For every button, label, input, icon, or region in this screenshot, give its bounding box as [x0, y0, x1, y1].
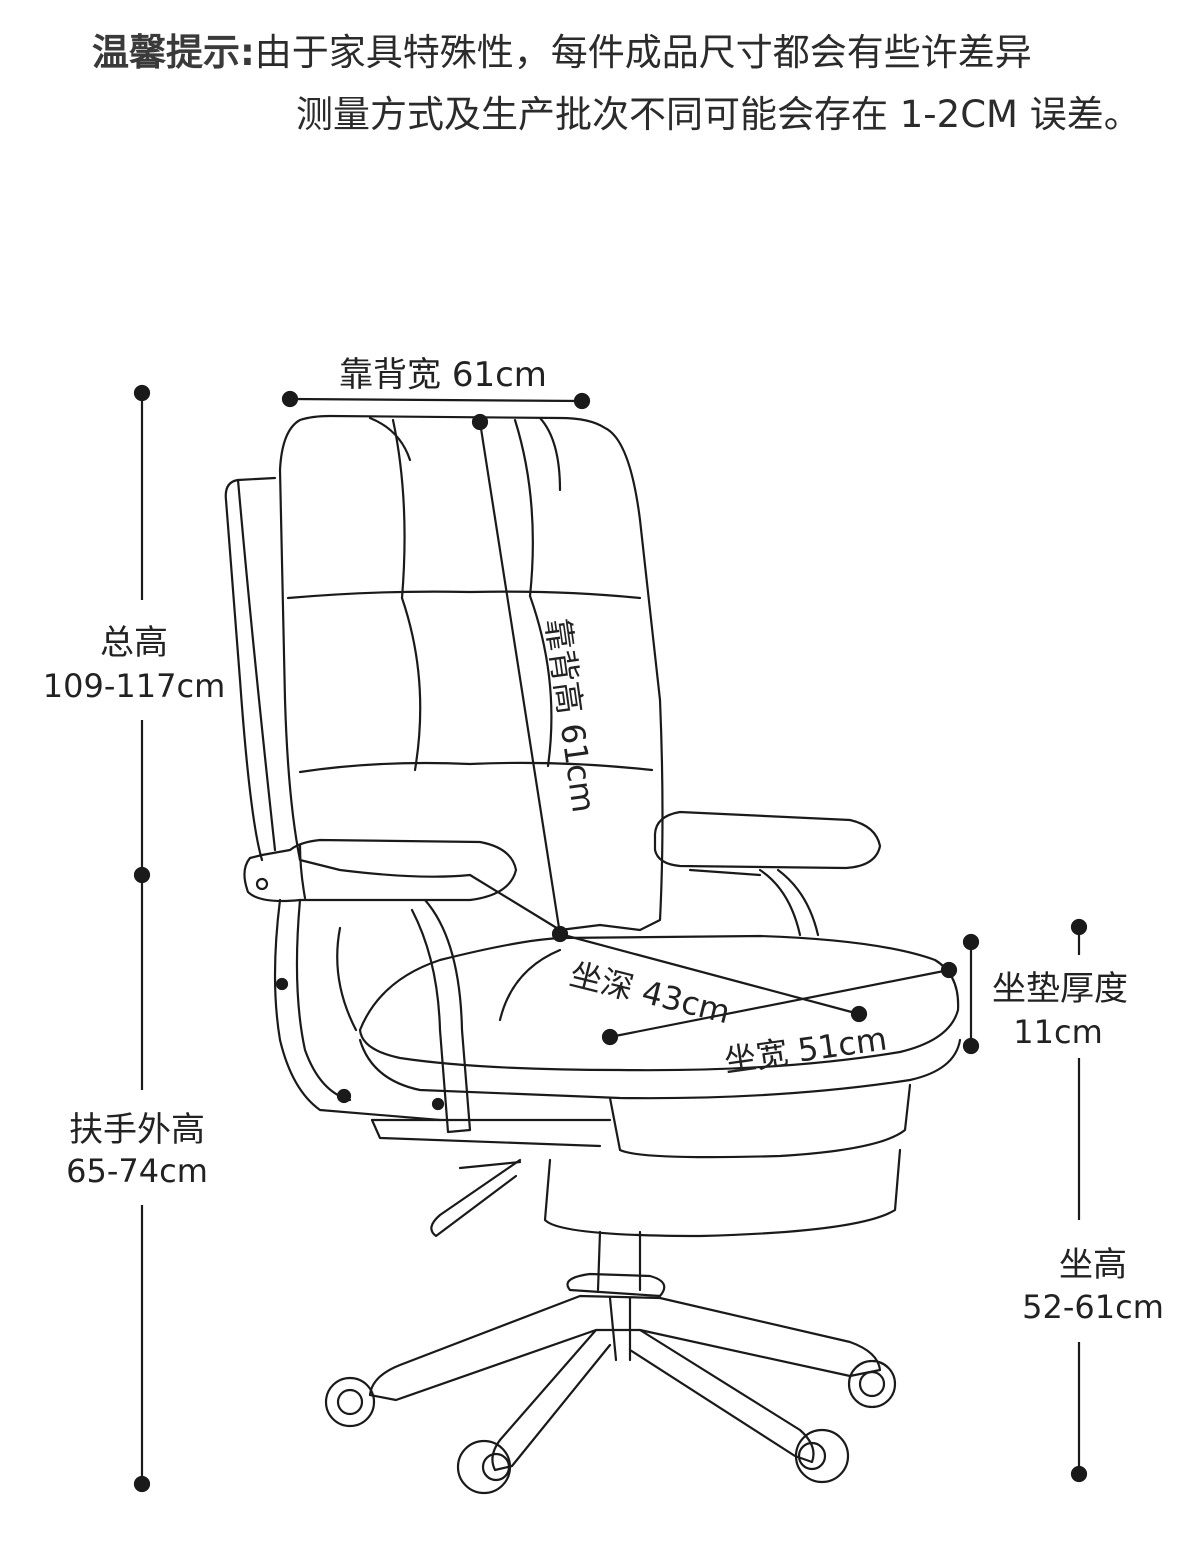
notice-line2: 测量方式及生产批次不同可能会存在 1-2CM 误差。 [296, 93, 1141, 136]
dimension-labels: 靠背宽 61cm 靠背高 61cm 总高 109-117cm 扶手外高 65-7… [43, 355, 1164, 1326]
total-height-value: 109-117cm [43, 667, 225, 705]
seat-depth-line [559, 932, 860, 1016]
notice: 温馨提示:由于家具特殊性，每件成品尺寸都会有些许差异 测量方式及生产批次不同可能… [92, 22, 1141, 146]
backrest-width-line [289, 397, 583, 403]
chair-illustration [224, 414, 962, 1495]
cushion-thickness-value: 11cm [1013, 1013, 1102, 1051]
chair-right-armrest [653, 810, 882, 870]
dimension-lines [133, 384, 1088, 1493]
seat-width-label: 坐宽 51cm [722, 1020, 889, 1080]
seat-height-value: 52-61cm [1022, 1288, 1164, 1326]
seat-height-dot-bottom [1070, 1465, 1088, 1483]
backrest-width-dot-left [281, 390, 299, 408]
backrest-width-dot-right [573, 392, 591, 410]
seat-height-label: 坐高 [1059, 1245, 1127, 1285]
armrest-height-label: 扶手外高 [69, 1110, 205, 1150]
cushion-thickness-label: 坐垫厚度 [992, 969, 1128, 1009]
height-dot-bottom [133, 1475, 151, 1493]
total-height-dot-top [133, 384, 151, 402]
chair-base [368, 1294, 882, 1402]
backrest-width-label: 靠背宽 61cm [339, 355, 547, 395]
armrest-height-dot-top [133, 866, 151, 884]
total-height-label: 总高 [100, 623, 168, 663]
chair-backrest [278, 414, 664, 932]
chair-left-armrest [243, 838, 518, 903]
notice-line1: 由于家具特殊性，每件成品尺寸都会有些许差异 [254, 31, 1032, 74]
armrest-height-value: 65-74cm [66, 1152, 208, 1190]
chair-seat-cushion [358, 934, 960, 1072]
seat-width-line [609, 968, 950, 1039]
backrest-height-line [478, 421, 562, 935]
chair-casters [324, 1359, 897, 1495]
backrest-height-label: 靠背高 61cm [538, 616, 603, 815]
chair-gas-lift [596, 1230, 642, 1292]
notice-title: 温馨提示: [92, 31, 255, 74]
chair-back-frame [224, 476, 277, 862]
chair-footrest [608, 1083, 912, 1159]
seat-depth-label: 坐深 43cm [566, 955, 734, 1031]
seat-height-dot-top [1070, 918, 1088, 936]
